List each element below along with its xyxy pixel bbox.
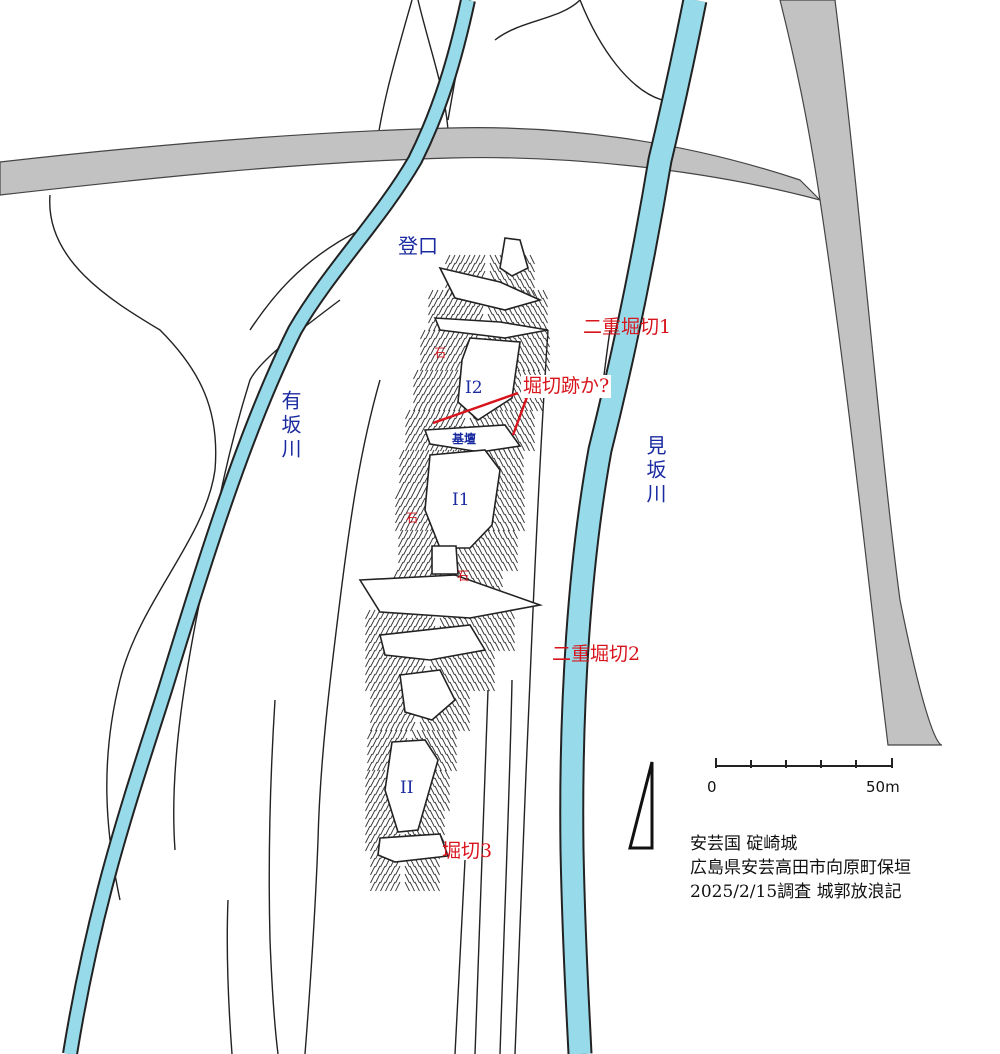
stone-label-3: 石 [457,569,470,583]
moat-3-label: 堀切3 [442,840,493,862]
river-arisaka [64,0,474,1054]
enclosure-i2-label: I2 [465,378,483,398]
road-vertical [779,0,943,746]
enclosure-ii-label: II [400,778,414,798]
foundation-platform [423,424,522,453]
terrace [399,669,456,721]
stone-block [431,545,459,575]
note-title: 安芸国 碇崎城 [690,834,798,854]
double-moat-2-label: 二重堀切2 [552,643,641,665]
entrance-label: 登口 [398,234,438,258]
river-misaka [561,0,706,1054]
scale-start: 0 [707,778,717,796]
enclosure-i2-outline [457,337,521,422]
moat-3-outline [377,833,450,863]
enclosure-ii-outline [384,739,439,833]
moat-trace-label: 堀切跡か? [521,375,612,398]
arisaka-river-label: 有坂川 [278,390,302,462]
north-arrow-icon [628,761,654,850]
foundation-label: 基壇 [452,432,477,446]
double-moat-2-south [379,624,487,661]
castle-earthworks [358,237,549,863]
enclosure-i1-label: I1 [452,490,470,510]
terrain-contours [49,0,663,1054]
double-moat-1-label: 二重堀切1 [583,316,672,338]
stone-label-2: 石 [406,511,419,525]
note-location: 広島県安芸高田市向原町保垣 [690,858,911,878]
double-moat-1-north [438,266,543,311]
north-knoll [499,237,529,277]
note-survey-date: 2025/2/15調査 城郭放浪記 [690,882,902,902]
scale-end: 50m [866,778,900,796]
survey-note: 安芸国 碇崎城 広島県安芸高田市向原町保垣 2025/2/15調査 城郭放浪記 [690,832,911,904]
annotation-leaders [432,391,529,436]
stone-label-1: 石 [434,346,447,360]
enclosure-i1-outline [424,449,501,549]
double-moat-1-south [433,317,549,339]
double-moat-2-north [358,574,544,619]
scale-bar [715,758,893,768]
misaka-river-label: 見坂川 [643,435,667,507]
